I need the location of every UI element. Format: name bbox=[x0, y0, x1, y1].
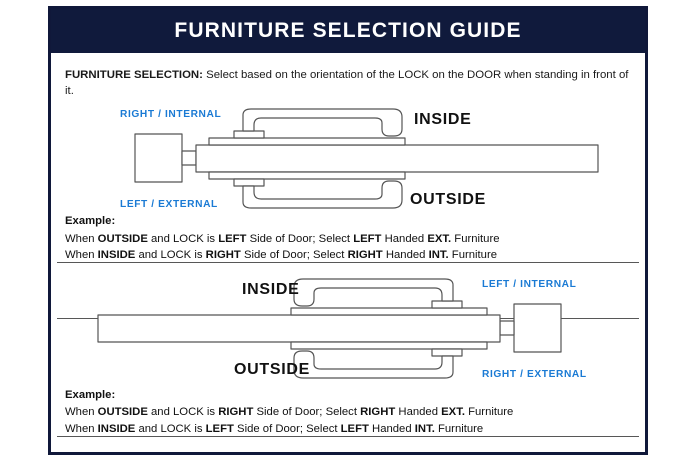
txt: and LOCK is bbox=[135, 249, 206, 262]
txt: Side of Door; Select bbox=[246, 232, 354, 245]
txt: and LOCK is bbox=[147, 232, 219, 245]
lock-spindle bbox=[181, 150, 197, 166]
door-lock-drawing-right bbox=[97, 278, 562, 379]
txt-b: RIGHT bbox=[360, 406, 396, 419]
txt-b: INT. bbox=[414, 422, 435, 435]
example-one-line-1: When OUTSIDE and LOCK is LEFT Side of Do… bbox=[65, 231, 631, 247]
lock-box bbox=[513, 303, 562, 353]
lever-handle-outside bbox=[293, 350, 454, 379]
escutcheon-bottom bbox=[208, 171, 406, 180]
escutcheon-top bbox=[290, 307, 488, 316]
diagram1-label-right-internal: RIGHT / INTERNAL bbox=[120, 109, 222, 121]
txt: When bbox=[65, 422, 98, 435]
txt: Furniture bbox=[448, 249, 498, 262]
escutcheon-top bbox=[208, 137, 406, 146]
txt: Furniture bbox=[451, 232, 500, 245]
txt: Handed bbox=[368, 422, 415, 435]
guide-header: FURNITURE SELECTION GUIDE bbox=[51, 9, 645, 53]
rose-bottom bbox=[233, 178, 265, 187]
rose-bottom bbox=[431, 348, 463, 357]
furniture-selection-guide-card: FURNITURE SELECTION GUIDE FURNITURE SELE… bbox=[48, 6, 648, 455]
txt: Furniture bbox=[434, 422, 484, 435]
txt: Handed bbox=[382, 249, 429, 262]
diagram2-label-outside: OUTSIDE bbox=[234, 360, 311, 378]
txt: Furniture bbox=[464, 406, 514, 419]
diagram-lock-left: RIGHT / INTERNAL LEFT / EXTERNAL INSIDE … bbox=[62, 107, 634, 215]
example-two-line-2: When INSIDE and LOCK is LEFT Side of Doo… bbox=[65, 421, 631, 437]
lock-box bbox=[134, 133, 183, 183]
diagram1-label-left-external: LEFT / EXTERNAL bbox=[120, 199, 218, 211]
txt: Side of Door; Select bbox=[253, 406, 361, 419]
lever-handle-inside bbox=[293, 278, 454, 307]
page-title: FURNITURE SELECTION GUIDE bbox=[174, 19, 522, 42]
door-panel bbox=[195, 144, 599, 173]
txt: and LOCK is bbox=[135, 422, 206, 435]
example-one-line-2: When INSIDE and LOCK is RIGHT Side of Do… bbox=[65, 247, 631, 263]
txt: Side of Door; Select bbox=[233, 422, 341, 435]
example-two: Example: When OUTSIDE and LOCK is RIGHT … bbox=[51, 387, 645, 437]
txt: and LOCK is bbox=[147, 406, 219, 419]
lever-handle-inside bbox=[242, 108, 403, 137]
txt-b: LEFT bbox=[205, 422, 234, 435]
txt-b: EXT. bbox=[427, 232, 452, 245]
txt: When bbox=[65, 232, 98, 245]
txt: Handed bbox=[395, 406, 442, 419]
escutcheon-bottom bbox=[290, 341, 488, 350]
txt-b: INSIDE bbox=[97, 422, 136, 435]
txt-b: OUTSIDE bbox=[97, 232, 148, 245]
guide-body: FURNITURE SELECTION: Select based on the… bbox=[51, 53, 645, 452]
section-two: LEFT / INTERNAL RIGHT / EXTERNAL INSIDE … bbox=[51, 277, 645, 381]
txt-b: EXT. bbox=[441, 406, 465, 419]
txt-b: RIGHT bbox=[205, 249, 241, 262]
example-two-line-1: When OUTSIDE and LOCK is RIGHT Side of D… bbox=[65, 404, 631, 420]
txt-b: LEFT bbox=[353, 232, 382, 245]
example-one: Example: When OUTSIDE and LOCK is LEFT S… bbox=[51, 213, 645, 263]
intro-text: FURNITURE SELECTION: Select based on the… bbox=[51, 53, 645, 99]
lever-handle-outside bbox=[242, 180, 403, 209]
txt: When bbox=[65, 406, 98, 419]
intro-label: FURNITURE SELECTION: bbox=[65, 69, 203, 81]
txt-b: RIGHT bbox=[218, 406, 254, 419]
door-lock-drawing-left bbox=[134, 108, 599, 209]
txt-b: INT. bbox=[428, 249, 449, 262]
txt: When bbox=[65, 249, 98, 262]
txt-b: INSIDE bbox=[97, 249, 136, 262]
rose-top bbox=[233, 130, 265, 139]
section-one: RIGHT / INTERNAL LEFT / EXTERNAL INSIDE … bbox=[51, 107, 645, 210]
divider-one bbox=[57, 262, 639, 263]
txt-b: RIGHT bbox=[347, 249, 383, 262]
diagram2-label-right-external: RIGHT / EXTERNAL bbox=[482, 368, 587, 380]
txt-b: LEFT bbox=[340, 422, 369, 435]
diagram-lock-right: LEFT / INTERNAL RIGHT / EXTERNAL INSIDE … bbox=[62, 277, 634, 385]
intro-body: Select based on the orientation of the L… bbox=[65, 69, 629, 98]
example-two-heading: Example: bbox=[65, 388, 116, 401]
door-panel bbox=[97, 314, 501, 343]
txt-b: OUTSIDE bbox=[97, 406, 148, 419]
diagram2-label-left-internal: LEFT / INTERNAL bbox=[482, 278, 577, 290]
txt-b: LEFT bbox=[218, 232, 247, 245]
diagram1-label-outside: OUTSIDE bbox=[410, 191, 487, 209]
rose-top bbox=[431, 300, 463, 309]
diagram2-label-inside: INSIDE bbox=[242, 280, 300, 298]
lock-spindle bbox=[499, 320, 515, 336]
example-one-heading: Example: bbox=[65, 215, 116, 228]
divider-three bbox=[57, 436, 639, 437]
diagram1-label-inside: INSIDE bbox=[414, 111, 472, 129]
txt: Side of Door; Select bbox=[240, 249, 348, 262]
txt: Handed bbox=[381, 232, 428, 245]
